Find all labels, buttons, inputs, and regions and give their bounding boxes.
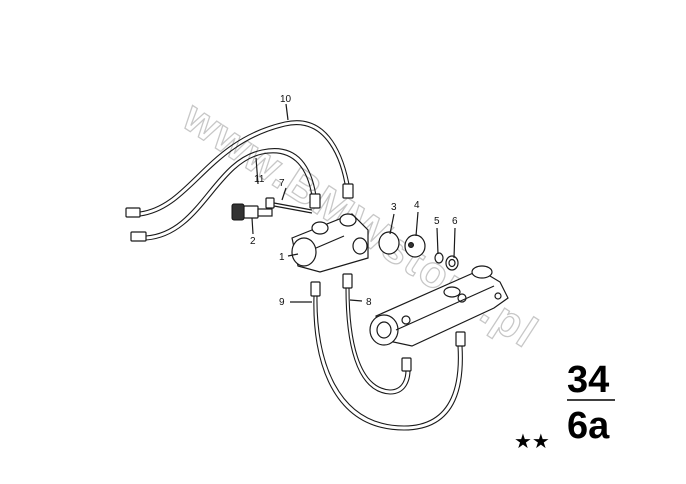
callout-2: 2 xyxy=(250,236,256,247)
ring-5 xyxy=(434,252,444,264)
callout-10: 10 xyxy=(280,94,292,105)
callout-6: 6 xyxy=(452,216,458,227)
brake-line-10 xyxy=(125,120,354,218)
stars-mark: ★★ xyxy=(514,429,550,453)
cap-6 xyxy=(445,255,459,271)
leader-lines xyxy=(251,103,456,303)
callout-1: 1 xyxy=(279,252,285,263)
group-number: 34 xyxy=(567,359,609,401)
brake-line-11 xyxy=(130,148,321,242)
callout-7: 7 xyxy=(279,178,285,189)
callout-11: 11 xyxy=(254,174,265,185)
brake-line-8 xyxy=(342,273,412,395)
callout-8: 8 xyxy=(366,297,372,308)
seal-3 xyxy=(378,231,400,255)
callouts: 1 2 3 4 5 6 7 8 9 10 11 xyxy=(250,94,458,308)
callout-4: 4 xyxy=(414,200,420,211)
master-cylinder xyxy=(369,265,509,347)
subgroup-number: 6a xyxy=(567,405,610,447)
callout-3: 3 xyxy=(391,202,397,213)
distribution-block xyxy=(291,213,369,273)
diaphragm-4 xyxy=(404,234,426,258)
group-number-block: 34 6a ★★ xyxy=(514,359,615,453)
brake-line-9 xyxy=(310,281,466,431)
brake-light-switch xyxy=(231,203,273,221)
callout-5: 5 xyxy=(434,216,440,227)
callout-9: 9 xyxy=(279,297,285,308)
bolt-7 xyxy=(265,197,313,214)
